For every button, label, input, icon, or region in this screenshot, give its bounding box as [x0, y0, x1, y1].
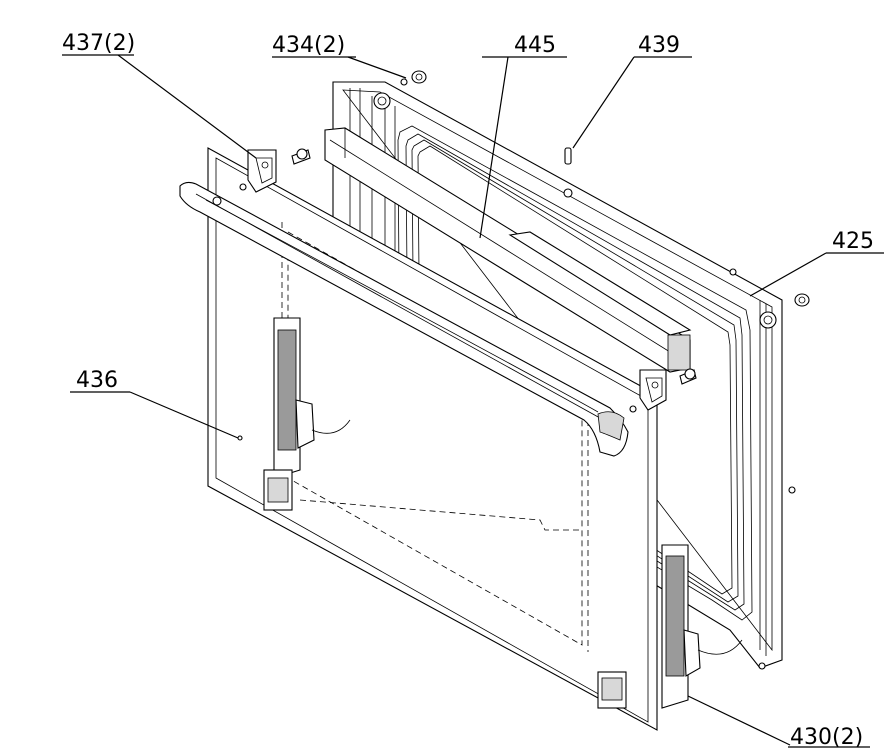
label-430: 430(2): [790, 725, 863, 750]
label-436: 436: [76, 368, 118, 393]
leader-lines: [62, 54, 884, 748]
label-445: 445: [514, 33, 556, 58]
hinge-plate-437-left: [247, 148, 311, 193]
label-437: 437(2): [62, 31, 135, 56]
pin-439: [564, 147, 572, 165]
label-439: 439: [638, 33, 680, 58]
hinge-430-right: [597, 544, 743, 709]
label-425: 425: [832, 229, 874, 254]
hinge-430-left: [263, 317, 351, 511]
hinge-plate-437-right: [639, 368, 697, 411]
screw-434: [400, 70, 810, 307]
door-handle: [179, 181, 629, 457]
label-434: 434(2): [272, 33, 345, 58]
front-glass-436: [207, 147, 658, 731]
